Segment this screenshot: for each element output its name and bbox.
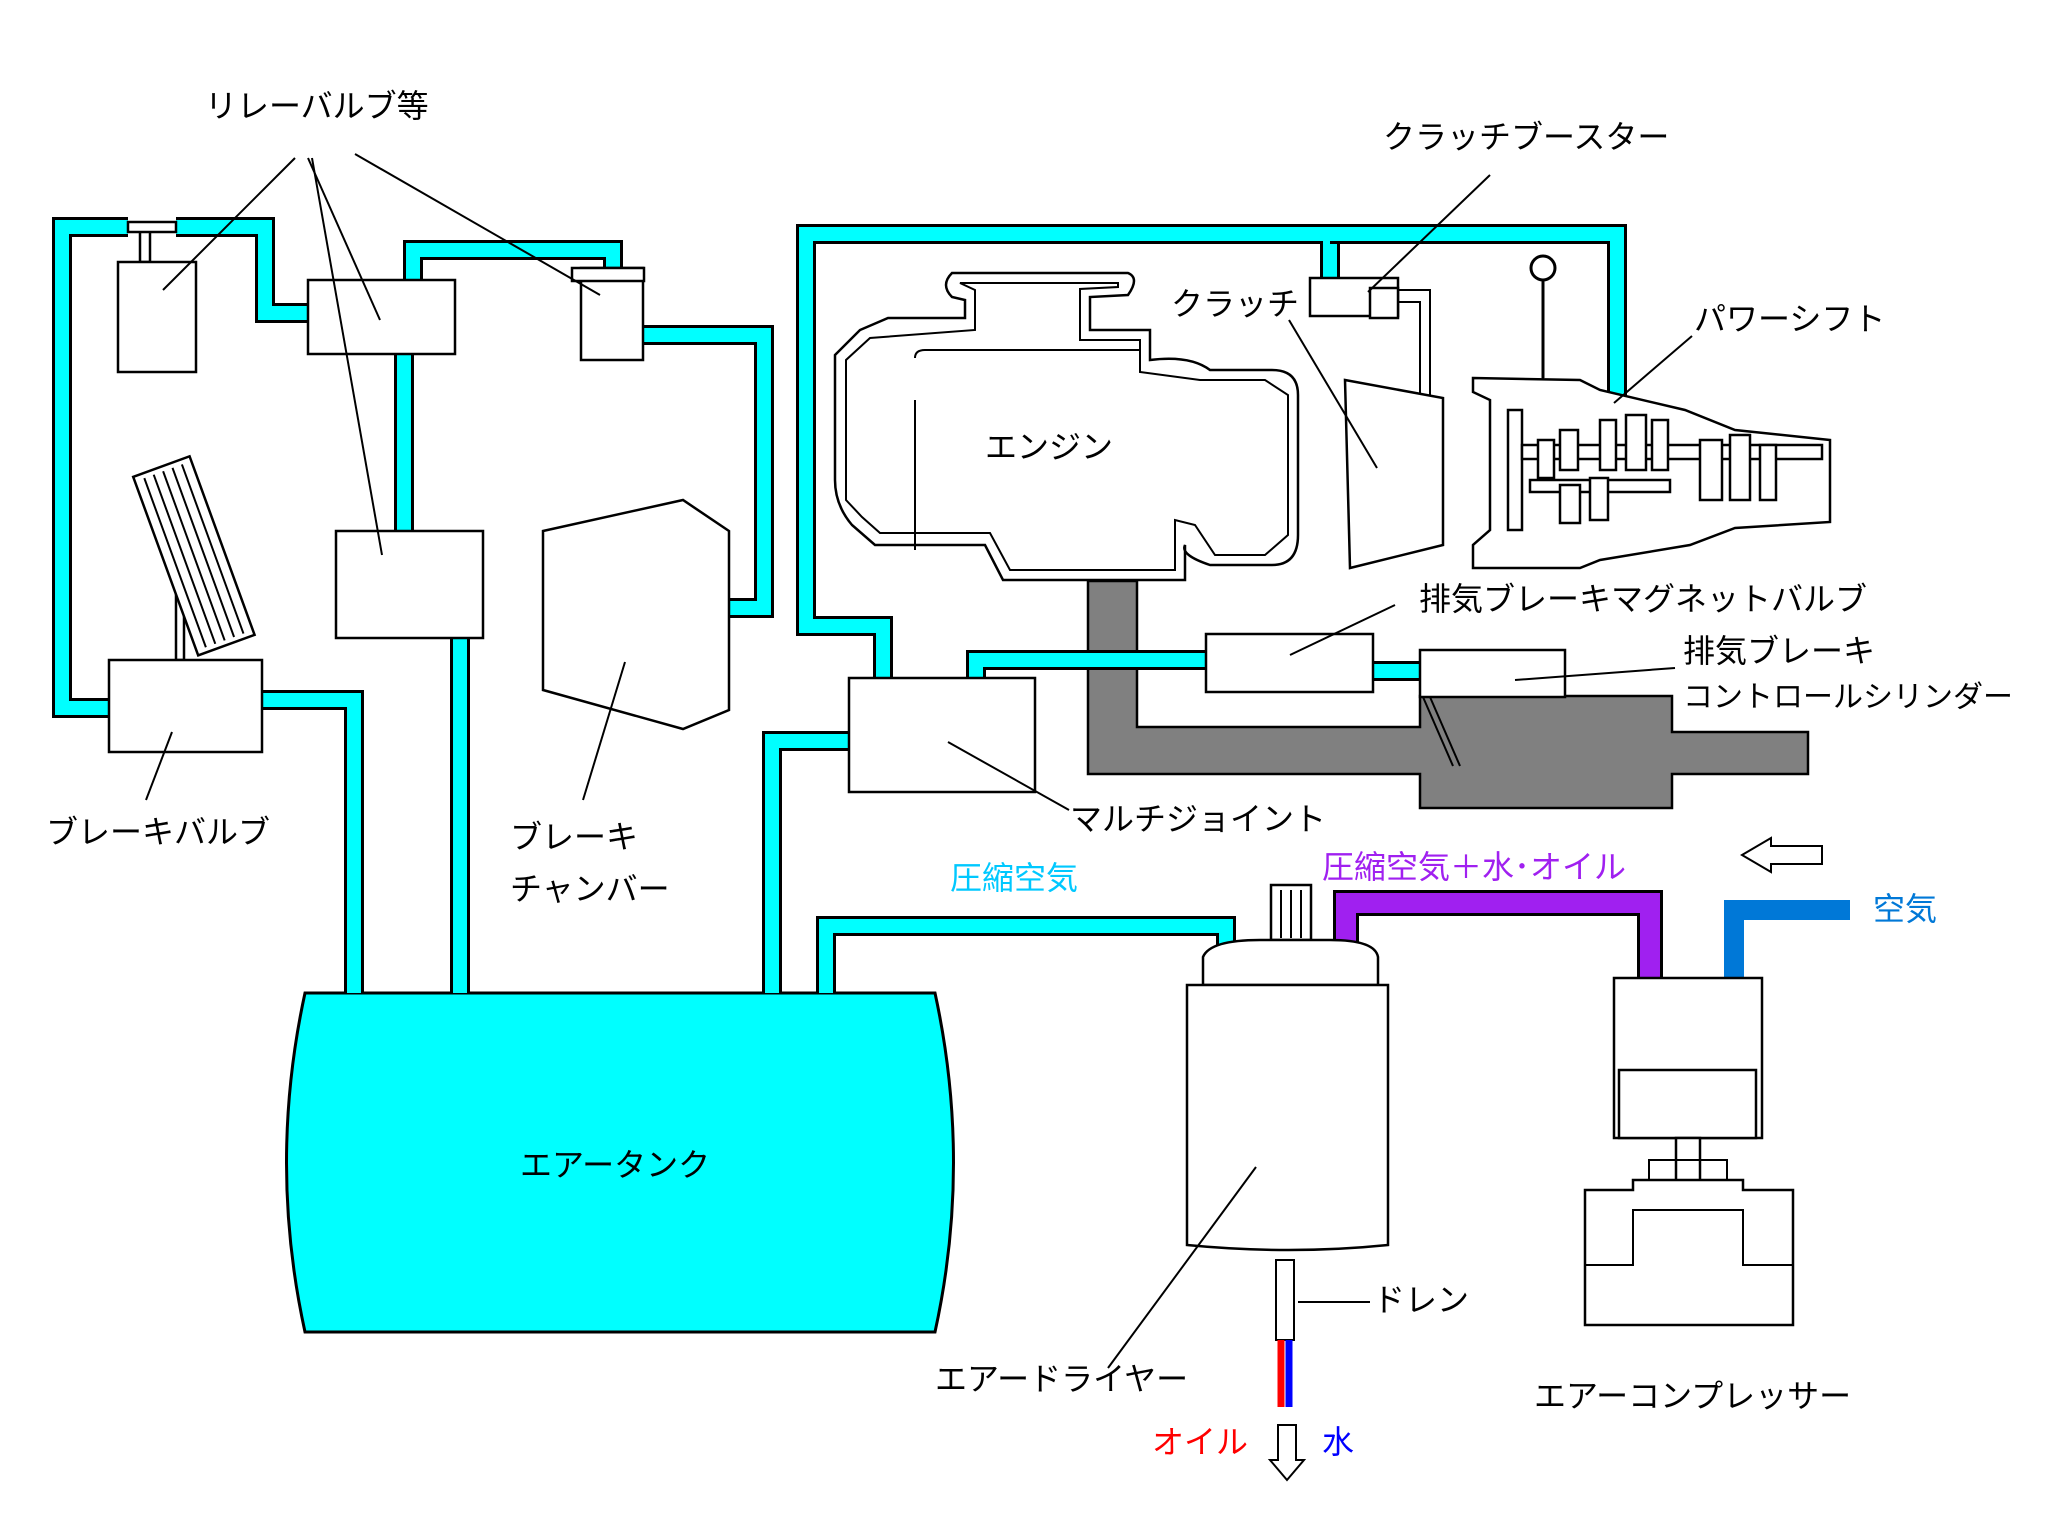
label-engine: エンジン bbox=[985, 428, 1113, 466]
label-power-shift: パワーシフト bbox=[1694, 300, 1885, 338]
exhaust-brake-control-cylinder bbox=[1418, 648, 1567, 699]
leader-lines bbox=[145, 153, 1693, 1369]
air-compressor bbox=[1583, 976, 1795, 1327]
relay-valve-right bbox=[570, 266, 646, 362]
label-brake-chamber-line2: チャンバー bbox=[510, 870, 670, 908]
label-clutch-booster: クラッチブースター bbox=[1383, 118, 1669, 156]
exhaust-brake-magnet-valve bbox=[1204, 632, 1375, 694]
power-shift-transmission bbox=[1471, 254, 1832, 570]
label-exhaust-brake-line1: 排気ブレーキ bbox=[1683, 632, 1875, 670]
label-compressed-air-water-oil: 圧縮空気＋水･オイル bbox=[1322, 848, 1626, 886]
label-brake-valve: ブレーキバルブ bbox=[46, 813, 270, 851]
label-oil: オイル bbox=[1152, 1423, 1248, 1461]
compressed-air-pipes bbox=[52, 217, 1627, 993]
label-air-tank: エアータンク bbox=[520, 1146, 710, 1184]
label-air-dryer: エアードライヤー bbox=[935, 1360, 1188, 1398]
relay-valve-left bbox=[116, 220, 198, 374]
clutch-booster bbox=[1308, 276, 1431, 400]
label-brake-chamber-line1: ブレーキ bbox=[510, 818, 638, 856]
label-exhaust-brake-magnet-valve: 排気ブレーキマグネットバルブ bbox=[1419, 580, 1867, 618]
drain-down-arrow-icon bbox=[1267, 1424, 1307, 1482]
label-air: 空気 bbox=[1873, 890, 1937, 928]
intake-air-line bbox=[1724, 900, 1850, 980]
label-multi-joint: マルチジョイント bbox=[1070, 800, 1326, 838]
air-dryer bbox=[1185, 883, 1390, 1341]
label-compressed-air: 圧縮空気 bbox=[950, 859, 1078, 897]
label-air-compressor: エアーコンプレッサー bbox=[1534, 1377, 1851, 1415]
exhaust-pipe bbox=[1086, 579, 1810, 810]
air-tank bbox=[285, 991, 955, 1334]
label-relay-valves: リレーバルブ等 bbox=[205, 87, 429, 125]
label-clutch: クラッチ bbox=[1171, 285, 1299, 323]
relay-valve-mid bbox=[334, 529, 485, 640]
label-exhaust-brake-line2: コントロールシリンダー bbox=[1683, 680, 2013, 715]
label-drain: ドレン bbox=[1373, 1281, 1469, 1319]
brake-chamber bbox=[541, 498, 731, 731]
mixed-air-line bbox=[1333, 890, 1663, 986]
brake-pedal bbox=[131, 454, 257, 662]
intake-arrow-icon bbox=[1740, 836, 1823, 874]
relay-valve-center bbox=[306, 278, 457, 356]
label-water: 水 bbox=[1322, 1423, 1354, 1461]
brake-valve bbox=[107, 658, 264, 754]
clutch bbox=[1343, 378, 1445, 570]
engine bbox=[833, 271, 1300, 582]
